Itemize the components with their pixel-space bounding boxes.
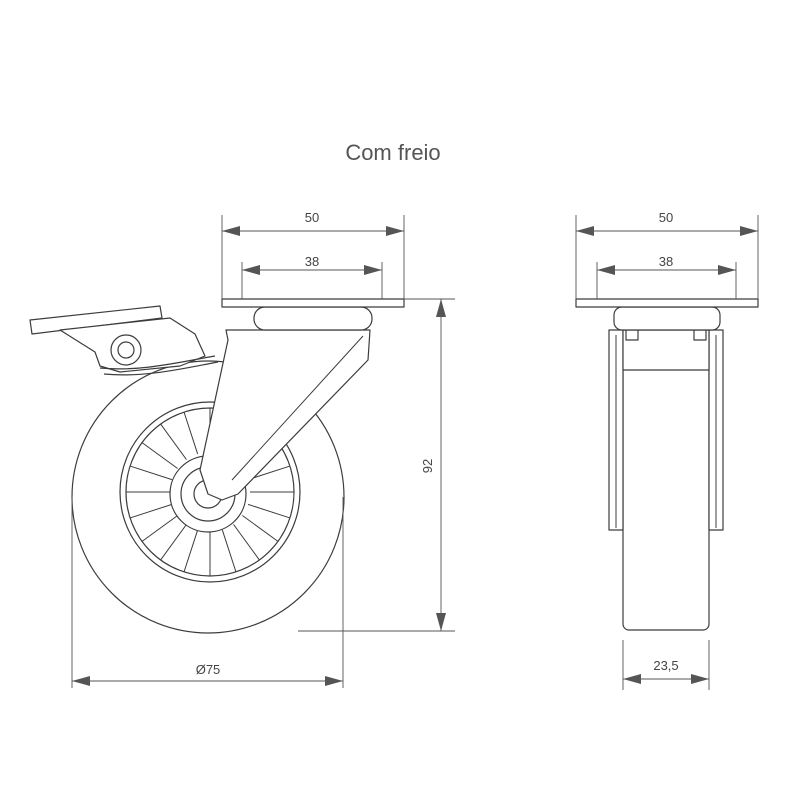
top-plate-side bbox=[221, 298, 405, 308]
spoke bbox=[160, 423, 187, 460]
spoke bbox=[129, 465, 173, 481]
brake-lever bbox=[29, 305, 219, 376]
dim-arrow bbox=[740, 226, 758, 236]
swivel-bearing bbox=[253, 306, 373, 331]
top-plate-front bbox=[575, 298, 759, 308]
spoke bbox=[141, 442, 178, 469]
dim-arrow bbox=[691, 674, 709, 684]
dim-arrow bbox=[222, 226, 240, 236]
dim-front-plate-width: 50 bbox=[659, 210, 673, 225]
spoke bbox=[247, 503, 291, 519]
dim-arrow bbox=[597, 265, 615, 275]
dim-arrow bbox=[436, 299, 446, 317]
dim-arrow bbox=[576, 226, 594, 236]
swivel-fork bbox=[199, 329, 371, 501]
dim-side-plate-width: 50 bbox=[305, 210, 319, 225]
front-view bbox=[575, 298, 759, 631]
dimension-lines bbox=[71, 215, 759, 690]
dim-side-hole-spacing: 38 bbox=[305, 254, 319, 269]
spoke bbox=[141, 515, 178, 542]
dim-arrow bbox=[242, 265, 260, 275]
dim-arrow bbox=[386, 226, 404, 236]
dim-wheel-diameter: Ø75 bbox=[196, 662, 221, 677]
dim-height: 92 bbox=[420, 459, 435, 473]
spoke bbox=[233, 524, 260, 561]
front-swivel-head bbox=[613, 306, 721, 331]
spoke bbox=[183, 411, 199, 455]
side-view bbox=[29, 298, 405, 634]
dim-arrow bbox=[364, 265, 382, 275]
dim-arrow bbox=[623, 674, 641, 684]
dim-arrow bbox=[436, 613, 446, 631]
drawing-title: Com freio bbox=[345, 140, 440, 165]
spoke bbox=[183, 529, 199, 573]
dim-wheel-width: 23,5 bbox=[653, 658, 678, 673]
spoke bbox=[129, 503, 173, 519]
dim-front-hole-spacing: 38 bbox=[659, 254, 673, 269]
fork-edge bbox=[231, 335, 364, 481]
spoke bbox=[160, 524, 187, 561]
dim-arrow bbox=[325, 676, 343, 686]
wheel-rim bbox=[119, 401, 301, 583]
dim-arrow bbox=[718, 265, 736, 275]
dim-arrow bbox=[72, 676, 90, 686]
spoke bbox=[242, 515, 279, 542]
spoke bbox=[247, 465, 291, 481]
front-wheel bbox=[622, 354, 710, 631]
spoke bbox=[221, 529, 237, 573]
